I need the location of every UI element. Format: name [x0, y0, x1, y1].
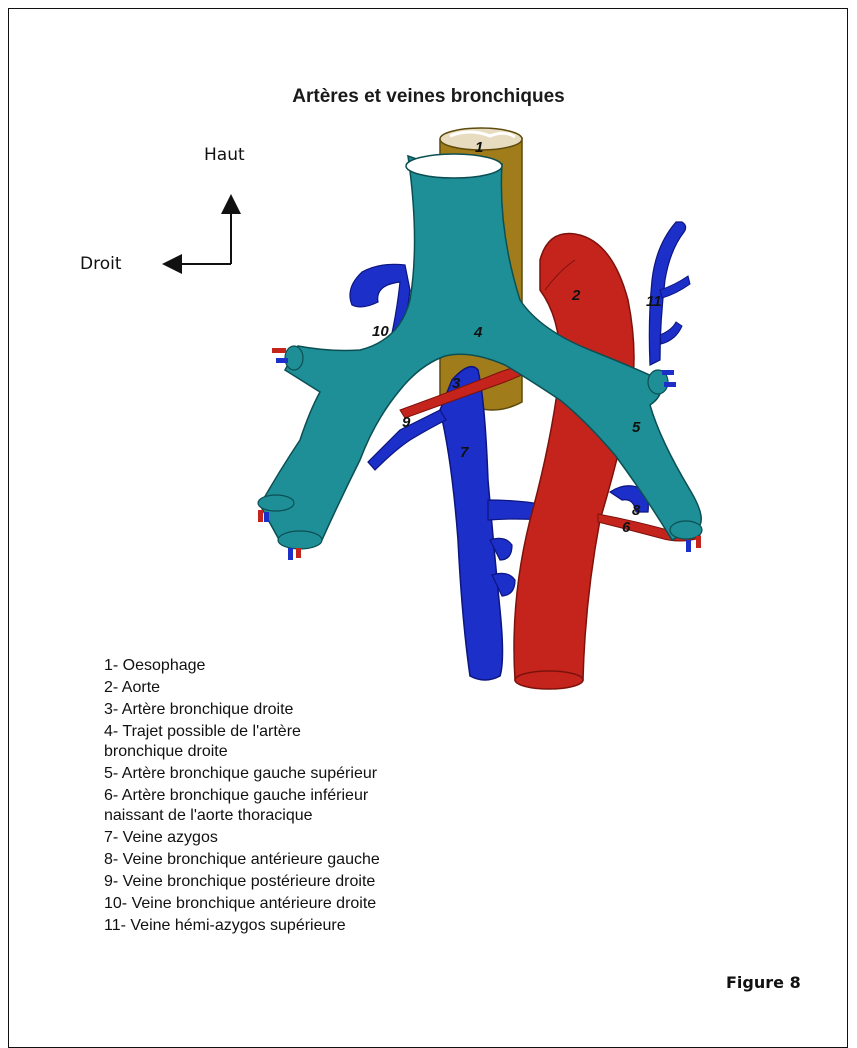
label-6: 6: [622, 519, 631, 536]
legend-item: 7- Veine azygos: [104, 828, 504, 848]
legend-item: 3- Artère bronchique droite: [104, 700, 504, 720]
label-7: 7: [460, 444, 469, 461]
legend-item: 10- Veine bronchique antérieure droite: [104, 894, 504, 914]
legend-item: 8- Veine bronchique antérieure gauche: [104, 850, 504, 870]
label-2: 2: [571, 287, 581, 304]
label-5: 5: [632, 419, 641, 436]
label-9: 9: [402, 414, 411, 431]
label-1: 1: [475, 139, 483, 156]
label-8: 8: [632, 502, 641, 519]
label-10: 10: [372, 323, 389, 340]
label-11: 11: [646, 293, 662, 310]
legend-item: 5- Artère bronchique gauche supérieur: [104, 764, 504, 784]
figure-label: Figure 8: [726, 973, 801, 992]
legend: 1- Oesophage 2- Aorte 3- Artère bronchiq…: [104, 656, 504, 938]
legend-item: 1- Oesophage: [104, 656, 504, 676]
label-3: 3: [452, 375, 461, 392]
label-4: 4: [473, 324, 483, 341]
legend-item: 11- Veine hémi-azygos supérieure: [104, 916, 504, 936]
legend-item: 9- Veine bronchique postérieure droite: [104, 872, 504, 892]
legend-item: 2- Aorte: [104, 678, 504, 698]
orientation-arrows: [166, 198, 231, 264]
